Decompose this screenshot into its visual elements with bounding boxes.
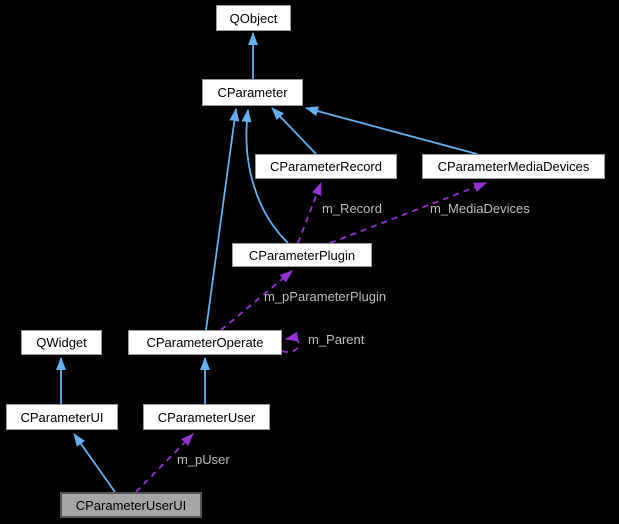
node-cparameteroperate[interactable]: CParameterOperate [128, 330, 282, 355]
inherit-edge-cparameterrecord-cparameter [271, 107, 317, 155]
node-cparametermediadevices[interactable]: CParameterMediaDevices [422, 154, 605, 179]
edge-label-m-parent: m_Parent [308, 332, 365, 347]
member-edge-m-record [297, 182, 322, 244]
edge-label-m-record: m_Record [322, 201, 382, 216]
node-cparameteruserui-current: CParameterUserUI [60, 492, 202, 518]
member-edge-m-parent-self-loop [281, 331, 300, 353]
member-edge-m-pparameterplugin [220, 270, 293, 331]
node-cparameterrecord[interactable]: CParameterRecord [255, 154, 397, 179]
inherit-edge-cparametermediadevices-cparameter [305, 106, 478, 155]
inherit-edge-cparameteruserui-cparameterui [73, 433, 116, 493]
inherit-edge-cparameteroperate-cparameter [205, 108, 240, 331]
member-edge-m-puser [135, 433, 194, 493]
node-cparameter[interactable]: CParameter [202, 79, 303, 106]
edge-label-m-puser: m_pUser [177, 452, 230, 467]
node-cparameterplugin[interactable]: CParameterPlugin [232, 243, 372, 267]
edge-label-m-pparameterplugin: m_pParameterPlugin [264, 289, 387, 304]
inherit-edge-cparameterplugin-cparameter [241, 109, 289, 244]
node-qobject[interactable]: QObject [216, 5, 291, 31]
edge-label-m-mediadevices: m_MediaDevices [430, 201, 530, 216]
node-qwidget[interactable]: QWidget [21, 330, 102, 355]
node-cparameterui[interactable]: CParameterUI [6, 404, 118, 430]
node-cparameteruser[interactable]: CParameterUser [143, 404, 270, 430]
member-edge-m-mediadevices [329, 182, 487, 244]
